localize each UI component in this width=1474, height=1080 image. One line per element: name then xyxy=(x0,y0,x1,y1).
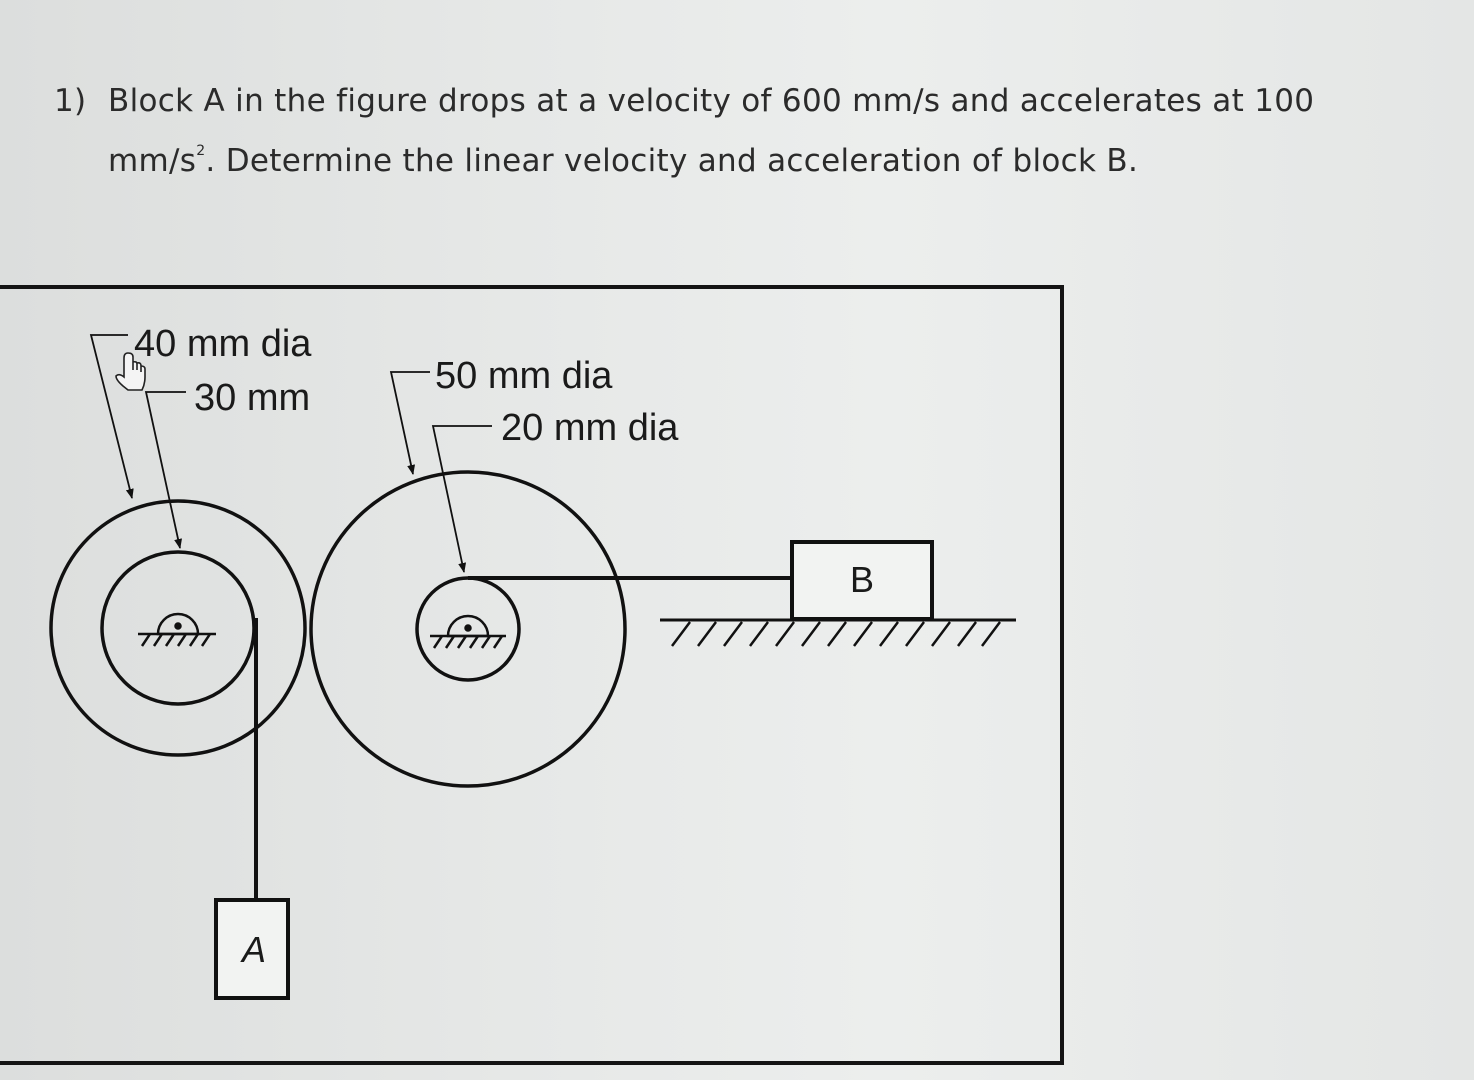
right-outer-pulley xyxy=(309,470,627,788)
right-bearing-support-icon xyxy=(430,614,506,649)
label-inner-right-dia: 20 mm dia xyxy=(501,407,679,449)
unit-exponent: 2 xyxy=(196,143,206,159)
question-line-2-text: . Determine the linear velocity and acce… xyxy=(205,143,1139,179)
leader-outer-right xyxy=(389,371,430,475)
figure-frame xyxy=(0,285,1064,1065)
left-bearing-support-icon xyxy=(138,612,216,647)
block-a xyxy=(214,898,290,1000)
label-outer-right-dia: 50 mm dia xyxy=(435,355,613,397)
question-line-1-text: Block A in the figure drops at a velocit… xyxy=(108,83,1315,119)
question-line-2: mm/s2. Determine the linear velocity and… xyxy=(54,126,1384,186)
label-inner-left: 30 mm xyxy=(194,377,310,419)
leader-outer-left xyxy=(89,334,134,499)
hand-cursor-icon xyxy=(115,352,146,391)
ground-surface xyxy=(660,618,1016,647)
question-text: 1) Block A in the figure drops at a veloc… xyxy=(54,76,1384,186)
block-b-label: B xyxy=(850,559,874,600)
leader-inner-left xyxy=(144,391,186,549)
question-line-1: 1) Block A in the figure drops at a veloc… xyxy=(54,76,1384,126)
block-a-label: A xyxy=(240,929,266,970)
unit-prefix: mm/s xyxy=(108,143,197,179)
left-outer-pulley xyxy=(49,499,307,757)
label-outer-left-dia: 40 mm dia xyxy=(134,323,312,365)
question-number: 1) xyxy=(54,83,87,119)
leader-inner-right xyxy=(431,425,492,573)
